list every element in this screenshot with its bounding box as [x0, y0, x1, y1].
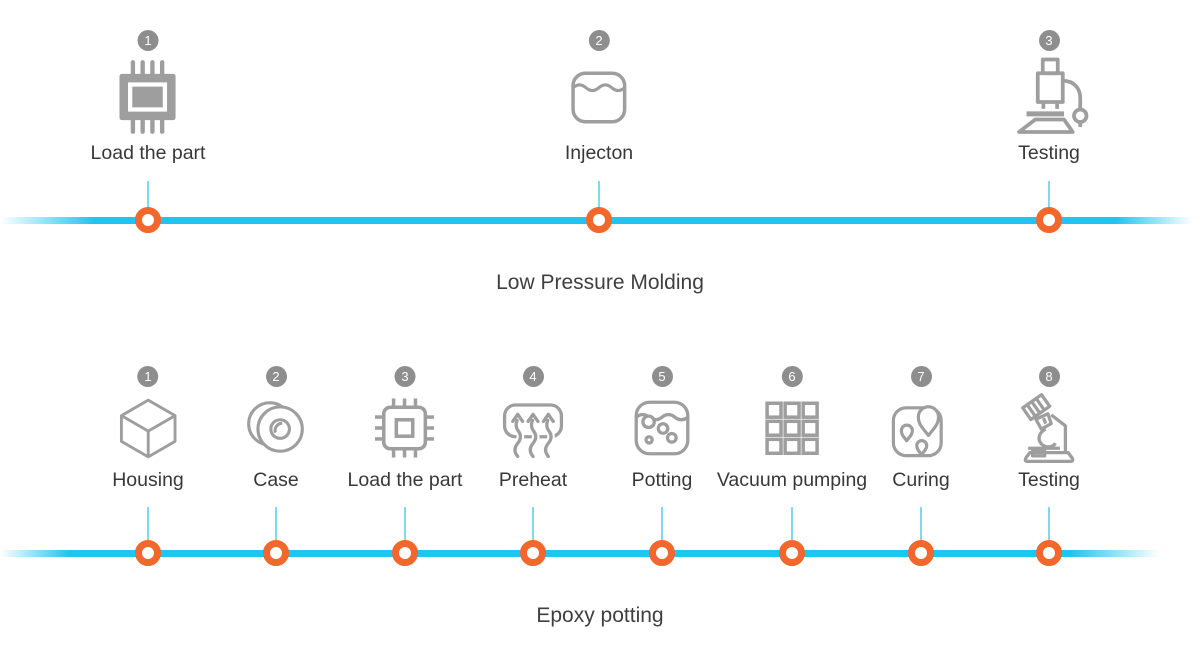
timeline-marker [586, 207, 612, 233]
step-connector [404, 507, 406, 542]
step-connector [791, 507, 793, 542]
timeline-marker [135, 207, 161, 233]
step-label: Injecton [564, 142, 634, 164]
timeline-marker [649, 540, 675, 566]
step-label: Testing [1018, 142, 1080, 164]
liquid-container-icon [566, 53, 632, 141]
step-testing-top: 3 Testing [1009, 30, 1089, 165]
timeline-track [0, 550, 1200, 557]
step-potting: 5 Potting [629, 366, 695, 492]
microscope-icon [1009, 53, 1089, 141]
chip-filled-icon [109, 53, 187, 141]
step-connector [532, 507, 534, 542]
step-label: Housing [112, 469, 184, 491]
step-curing: 7 Curing [887, 366, 955, 492]
step-case: 2 Case [243, 366, 309, 492]
heat-arrows-icon [498, 388, 568, 468]
step-connector [598, 181, 600, 208]
step-label: Load the part [347, 469, 463, 491]
step-number-badge: 1 [137, 30, 159, 51]
step-load-the-part: 1 Load the part [90, 30, 206, 165]
liquid-bubbles-icon [629, 388, 695, 468]
step-connector [147, 507, 149, 542]
step-housing: 1 Housing [112, 366, 184, 492]
step-label: Curing [892, 469, 950, 491]
step-label: Testing [1018, 469, 1080, 491]
timeline-marker [908, 540, 934, 566]
timeline-title: Epoxy potting [536, 604, 664, 627]
step-injecton: 2 Injecton [565, 30, 633, 165]
tilted-microscope-icon [1014, 388, 1084, 468]
step-label: Preheat [498, 469, 568, 491]
step-number-badge: 6 [781, 366, 803, 387]
step-label: Vacuum pumping [716, 469, 868, 491]
step-connector [147, 181, 149, 208]
step-preheat: 4 [498, 366, 568, 492]
step-number-badge: 1 [137, 366, 159, 387]
step-label: Load the part [90, 142, 206, 164]
step-number-badge: 5 [651, 366, 673, 387]
step-number-badge: 7 [910, 366, 932, 387]
step-label: Case [253, 469, 299, 491]
step-vacuum-pumping: 6 Vacuum pumping [717, 366, 867, 492]
step-connector [1048, 181, 1050, 208]
step-connector [920, 507, 922, 542]
step-load-the-part-2: 3 Load the part [347, 366, 463, 492]
timeline-marker [135, 540, 161, 566]
step-number-badge: 2 [588, 30, 610, 51]
step-number-badge: 3 [1038, 30, 1060, 51]
step-connector [661, 507, 663, 542]
step-connector [275, 507, 277, 542]
map-pins-icon [887, 388, 955, 468]
timeline-marker [779, 540, 805, 566]
step-testing-bottom: 8 [1014, 366, 1084, 492]
timeline-marker [1036, 207, 1062, 233]
cube-icon [115, 388, 181, 468]
timeline-marker [263, 540, 289, 566]
step-number-badge: 3 [394, 366, 416, 387]
step-number-badge: 2 [265, 366, 287, 387]
grid-icon [759, 388, 825, 468]
step-connector [1048, 507, 1050, 542]
timeline-marker [1036, 540, 1062, 566]
disc-case-icon [243, 388, 309, 468]
timeline-marker [520, 540, 546, 566]
step-number-badge: 8 [1038, 366, 1060, 387]
timeline-title: Low Pressure Molding [496, 271, 704, 294]
step-label: Potting [631, 469, 693, 491]
timeline-marker [392, 540, 418, 566]
chip-outline-icon [370, 388, 440, 468]
step-number-badge: 4 [522, 366, 544, 387]
